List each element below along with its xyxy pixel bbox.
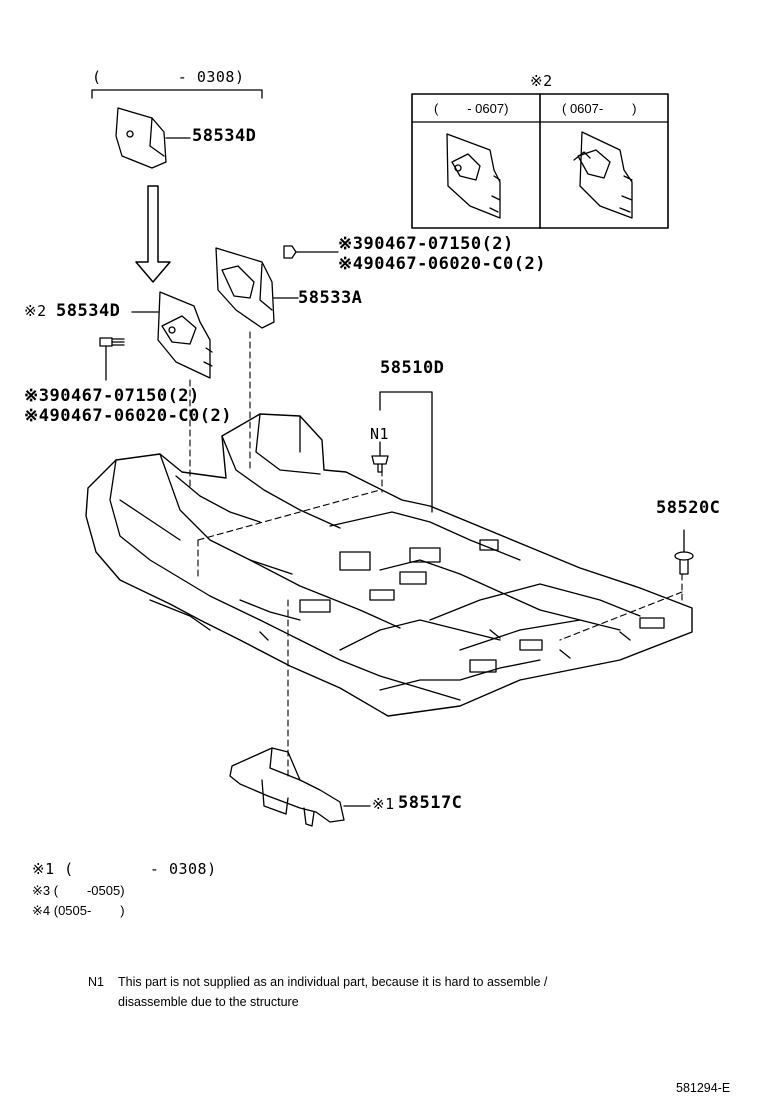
bolt-left-icon	[99, 337, 125, 381]
footnote-line-1: This part is not supplied as an individu…	[118, 975, 548, 989]
bolt-right-line1[interactable]: ※390467-07150(2)	[338, 234, 514, 254]
footnote-code: N1	[88, 975, 104, 989]
legend-line-3: ※4 (0505- )	[32, 903, 125, 918]
clip-58520C-icon	[674, 529, 694, 575]
inset-col-left-label: ( - 0607)	[434, 101, 509, 116]
clip-n1-icon	[371, 441, 389, 473]
part-number-58510D[interactable]: 58510D	[380, 358, 445, 378]
note-mark-2: ※2	[24, 302, 47, 320]
part-58534D-top-drawing	[115, 107, 191, 169]
inset-title: ※2	[530, 72, 553, 90]
part-number-58534D-left[interactable]: 58534D	[56, 301, 121, 321]
direction-arrow-icon	[135, 185, 171, 283]
diagram-id: 581294-E	[676, 1081, 731, 1095]
top-range-label: ( - 0308)	[92, 68, 245, 86]
part-number-58533A[interactable]: 58533A	[298, 288, 363, 308]
bolt-right-icon	[283, 245, 339, 259]
inset-bracket-left-icon	[446, 133, 501, 219]
legend-line-1: ※1 ( - 0308)	[32, 860, 217, 878]
floor-carpet-58510D-drawing	[85, 413, 693, 717]
part-58533A-drawing	[215, 247, 299, 329]
part-number-58534D-top[interactable]: 58534D	[192, 126, 257, 146]
n1-marker: N1	[370, 425, 390, 443]
legend-line-2: ※3 ( -0505)	[32, 883, 125, 898]
footnote-line-2: disassemble due to the structure	[118, 995, 299, 1009]
inset-bracket-right-icon	[573, 131, 633, 219]
bolt-right-line2[interactable]: ※490467-06020-C0(2)	[338, 254, 546, 274]
part-58510D-bracket	[379, 391, 433, 513]
bolt-left-line1[interactable]: ※390467-07150(2)	[24, 386, 200, 406]
part-58517C-drawing	[229, 747, 371, 827]
note-mark-1: ※1	[372, 795, 395, 813]
inset-col-right-label: ( 0607- )	[562, 101, 637, 116]
top-range-bracket	[91, 89, 263, 99]
part-number-58520C[interactable]: 58520C	[656, 498, 721, 518]
part-58534D-left-drawing	[131, 291, 213, 379]
bolt-left-line2[interactable]: ※490467-06020-C0(2)	[24, 406, 232, 426]
part-number-58517C[interactable]: 58517C	[398, 793, 463, 813]
inset-table	[411, 93, 669, 229]
